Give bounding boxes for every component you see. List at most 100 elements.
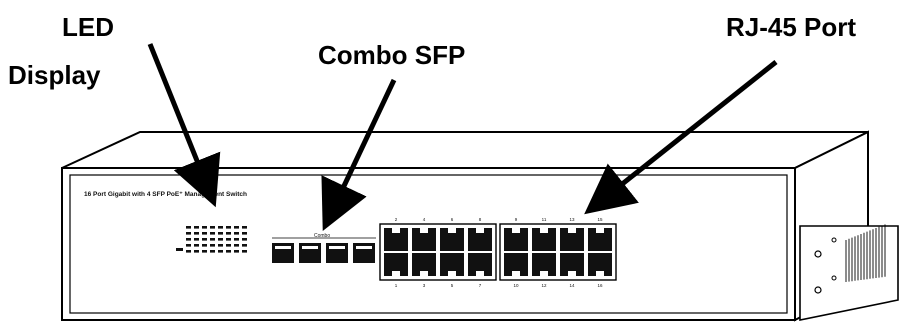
rj45-port-tab	[596, 228, 604, 233]
rj45-port-tab	[448, 271, 456, 276]
led-indicator	[186, 232, 191, 235]
sfp-port-latch	[302, 246, 318, 249]
led-indicator	[194, 226, 199, 229]
rj45-port	[384, 228, 408, 251]
rj45-port-tab	[392, 271, 400, 276]
led-display	[186, 226, 247, 253]
rj45-port	[560, 253, 584, 276]
rj45-port-tab	[540, 271, 548, 276]
rj45-port-tab	[392, 228, 400, 233]
led-indicator	[218, 232, 223, 235]
rack-ear-hole-bottom	[814, 286, 822, 294]
rj45-port	[532, 228, 556, 251]
rj45-port-tab	[568, 271, 576, 276]
led-indicator	[218, 226, 223, 229]
combo-sfp-callout: Combo SFP	[318, 40, 466, 70]
rj45-port	[560, 228, 584, 251]
led-indicator	[234, 226, 239, 229]
rj45-port-tab	[420, 228, 428, 233]
led-indicator	[202, 226, 207, 229]
rj45-port-tab	[568, 228, 576, 233]
sfp-ports	[272, 243, 375, 263]
rj45-port	[412, 253, 436, 276]
rack-ear-hole-lower	[831, 275, 837, 281]
switch-front-bezel	[69, 174, 788, 314]
power-led	[176, 248, 183, 251]
port-number: 14	[569, 283, 575, 288]
port-number: 5	[451, 283, 454, 288]
led-arrow	[147, 43, 221, 208]
rj45-port	[412, 228, 436, 251]
led-indicator	[202, 238, 207, 241]
combo-sfp-arrow	[321, 78, 397, 232]
led-indicator	[234, 232, 239, 235]
led-indicator	[210, 244, 215, 247]
rack-ear-hole-upper	[831, 237, 837, 243]
led-indicator	[186, 250, 191, 253]
rj45-port-tab	[448, 228, 456, 233]
led-indicator	[242, 232, 247, 235]
rj45-port-tab	[420, 271, 428, 276]
rj45-ports	[384, 228, 612, 276]
led-indicator	[186, 226, 191, 229]
rj45-port-tab	[476, 228, 484, 233]
led-indicator	[194, 238, 199, 241]
rj45-port-tab	[476, 271, 484, 276]
port-number: 7	[479, 283, 482, 288]
led-indicator	[234, 250, 239, 253]
led-indicator	[226, 244, 231, 247]
led-indicator	[226, 238, 231, 241]
led-indicator	[186, 244, 191, 247]
rj45-port	[468, 253, 492, 276]
port-number: 15	[597, 217, 603, 222]
led-indicator	[226, 226, 231, 229]
led-indicator	[210, 250, 215, 253]
rj45-port	[468, 228, 492, 251]
port-number: 13	[569, 217, 575, 222]
side-vents	[845, 224, 886, 282]
led-indicator	[226, 232, 231, 235]
rj45-port-tab	[596, 271, 604, 276]
switch-top-face	[61, 131, 869, 169]
port-number: 1	[395, 283, 398, 288]
rj45-port	[440, 228, 464, 251]
led-indicator	[194, 250, 199, 253]
rj45-callout: RJ-45 Port	[726, 12, 857, 42]
led-callout-line2: Display	[8, 60, 101, 90]
led-indicator	[242, 238, 247, 241]
port-number: 10	[513, 283, 519, 288]
led-indicator	[202, 232, 207, 235]
rj45-port	[588, 253, 612, 276]
rj45-port	[504, 228, 528, 251]
rack-ear-hole-top	[814, 250, 822, 258]
led-indicator	[242, 250, 247, 253]
rj45-port	[588, 228, 612, 251]
led-indicator	[218, 238, 223, 241]
port-number: 12	[541, 283, 547, 288]
led-indicator	[226, 250, 231, 253]
rj45-port	[532, 253, 556, 276]
rj45-arrow	[584, 60, 778, 215]
port-number: 6	[451, 217, 454, 222]
rj45-port	[384, 253, 408, 276]
led-indicator	[210, 232, 215, 235]
sfp-port-latch	[356, 246, 372, 249]
led-indicator	[234, 238, 239, 241]
led-indicator	[202, 244, 207, 247]
port-number: 8	[479, 217, 482, 222]
rj45-port-tab	[540, 228, 548, 233]
led-indicator	[210, 238, 215, 241]
led-indicator	[186, 238, 191, 241]
led-indicator	[242, 226, 247, 229]
rj45-port	[504, 253, 528, 276]
front-panel-label: 16 Port Gigabit with 4 SFP PoE⁺ Manageme…	[84, 191, 247, 198]
led-indicator	[218, 244, 223, 247]
rj45-port	[440, 253, 464, 276]
led-indicator	[234, 244, 239, 247]
led-indicator	[194, 244, 199, 247]
port-number: 4	[423, 217, 426, 222]
led-indicator	[218, 250, 223, 253]
